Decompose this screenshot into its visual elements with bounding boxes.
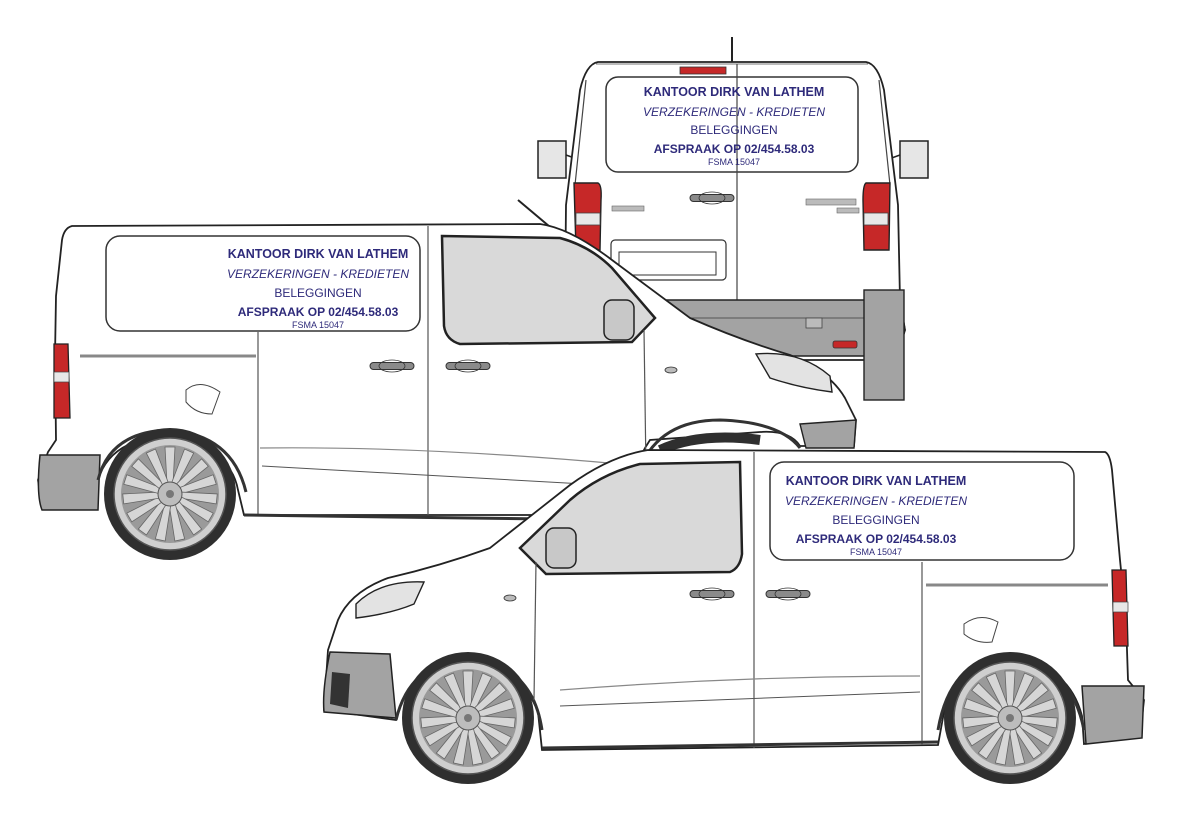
left-lettering-line1: KANTOOR DIRK VAN LATHEM [228, 247, 409, 261]
left-lettering-line3: BELEGGINGEN [274, 286, 361, 300]
right-rear-wheel [943, 651, 1077, 785]
right-lettering-line4: AFSPRAAK OP 02/454.58.03 [796, 532, 957, 546]
rear-lettering-line5: FSMA 15047 [708, 157, 760, 167]
rear-right-mirror [899, 140, 929, 179]
left-lettering-panel [105, 235, 421, 332]
left-lettering-line2: VERZEKERINGEN - KREDIETEN [227, 267, 409, 281]
right-lettering-line1: KANTOOR DIRK VAN LATHEM [786, 474, 967, 488]
right-front-wheel [401, 651, 535, 785]
left-rear-bumper [37, 454, 101, 511]
right-lettering-panel [769, 461, 1075, 561]
left-headlight [754, 352, 833, 393]
rear-lettering-line3: BELEGGINGEN [690, 123, 777, 137]
rear-left-mirror [537, 140, 567, 179]
left-side-view: KANTOOR DIRK VAN LATHEM VERZEKERINGEN - … [37, 199, 857, 561]
right-rear-bumper [1081, 685, 1145, 745]
rear-lettering-line1: KANTOOR DIRK VAN LATHEM [644, 85, 825, 99]
right-headlight [355, 581, 426, 619]
right-side-view: KANTOOR DIRK VAN LATHEM VERZEKERINGEN - … [322, 449, 1145, 785]
rear-lettering-line2: VERZEKERINGEN - KREDIETEN [643, 105, 825, 119]
left-cab-window [440, 234, 657, 346]
right-lettering-line5: FSMA 15047 [850, 547, 902, 557]
rear-window [605, 76, 859, 173]
third-brake-light [679, 66, 727, 75]
left-rear-wheel [103, 427, 237, 561]
left-lettering-line5: FSMA 15047 [292, 320, 344, 330]
right-lettering-line2: VERZEKERINGEN - KREDIETEN [785, 494, 967, 508]
left-lettering-line4: AFSPRAAK OP 02/454.58.03 [238, 305, 399, 319]
right-lettering-line3: BELEGGINGEN [832, 513, 919, 527]
rear-lettering-line4: AFSPRAAK OP 02/454.58.03 [654, 142, 815, 156]
